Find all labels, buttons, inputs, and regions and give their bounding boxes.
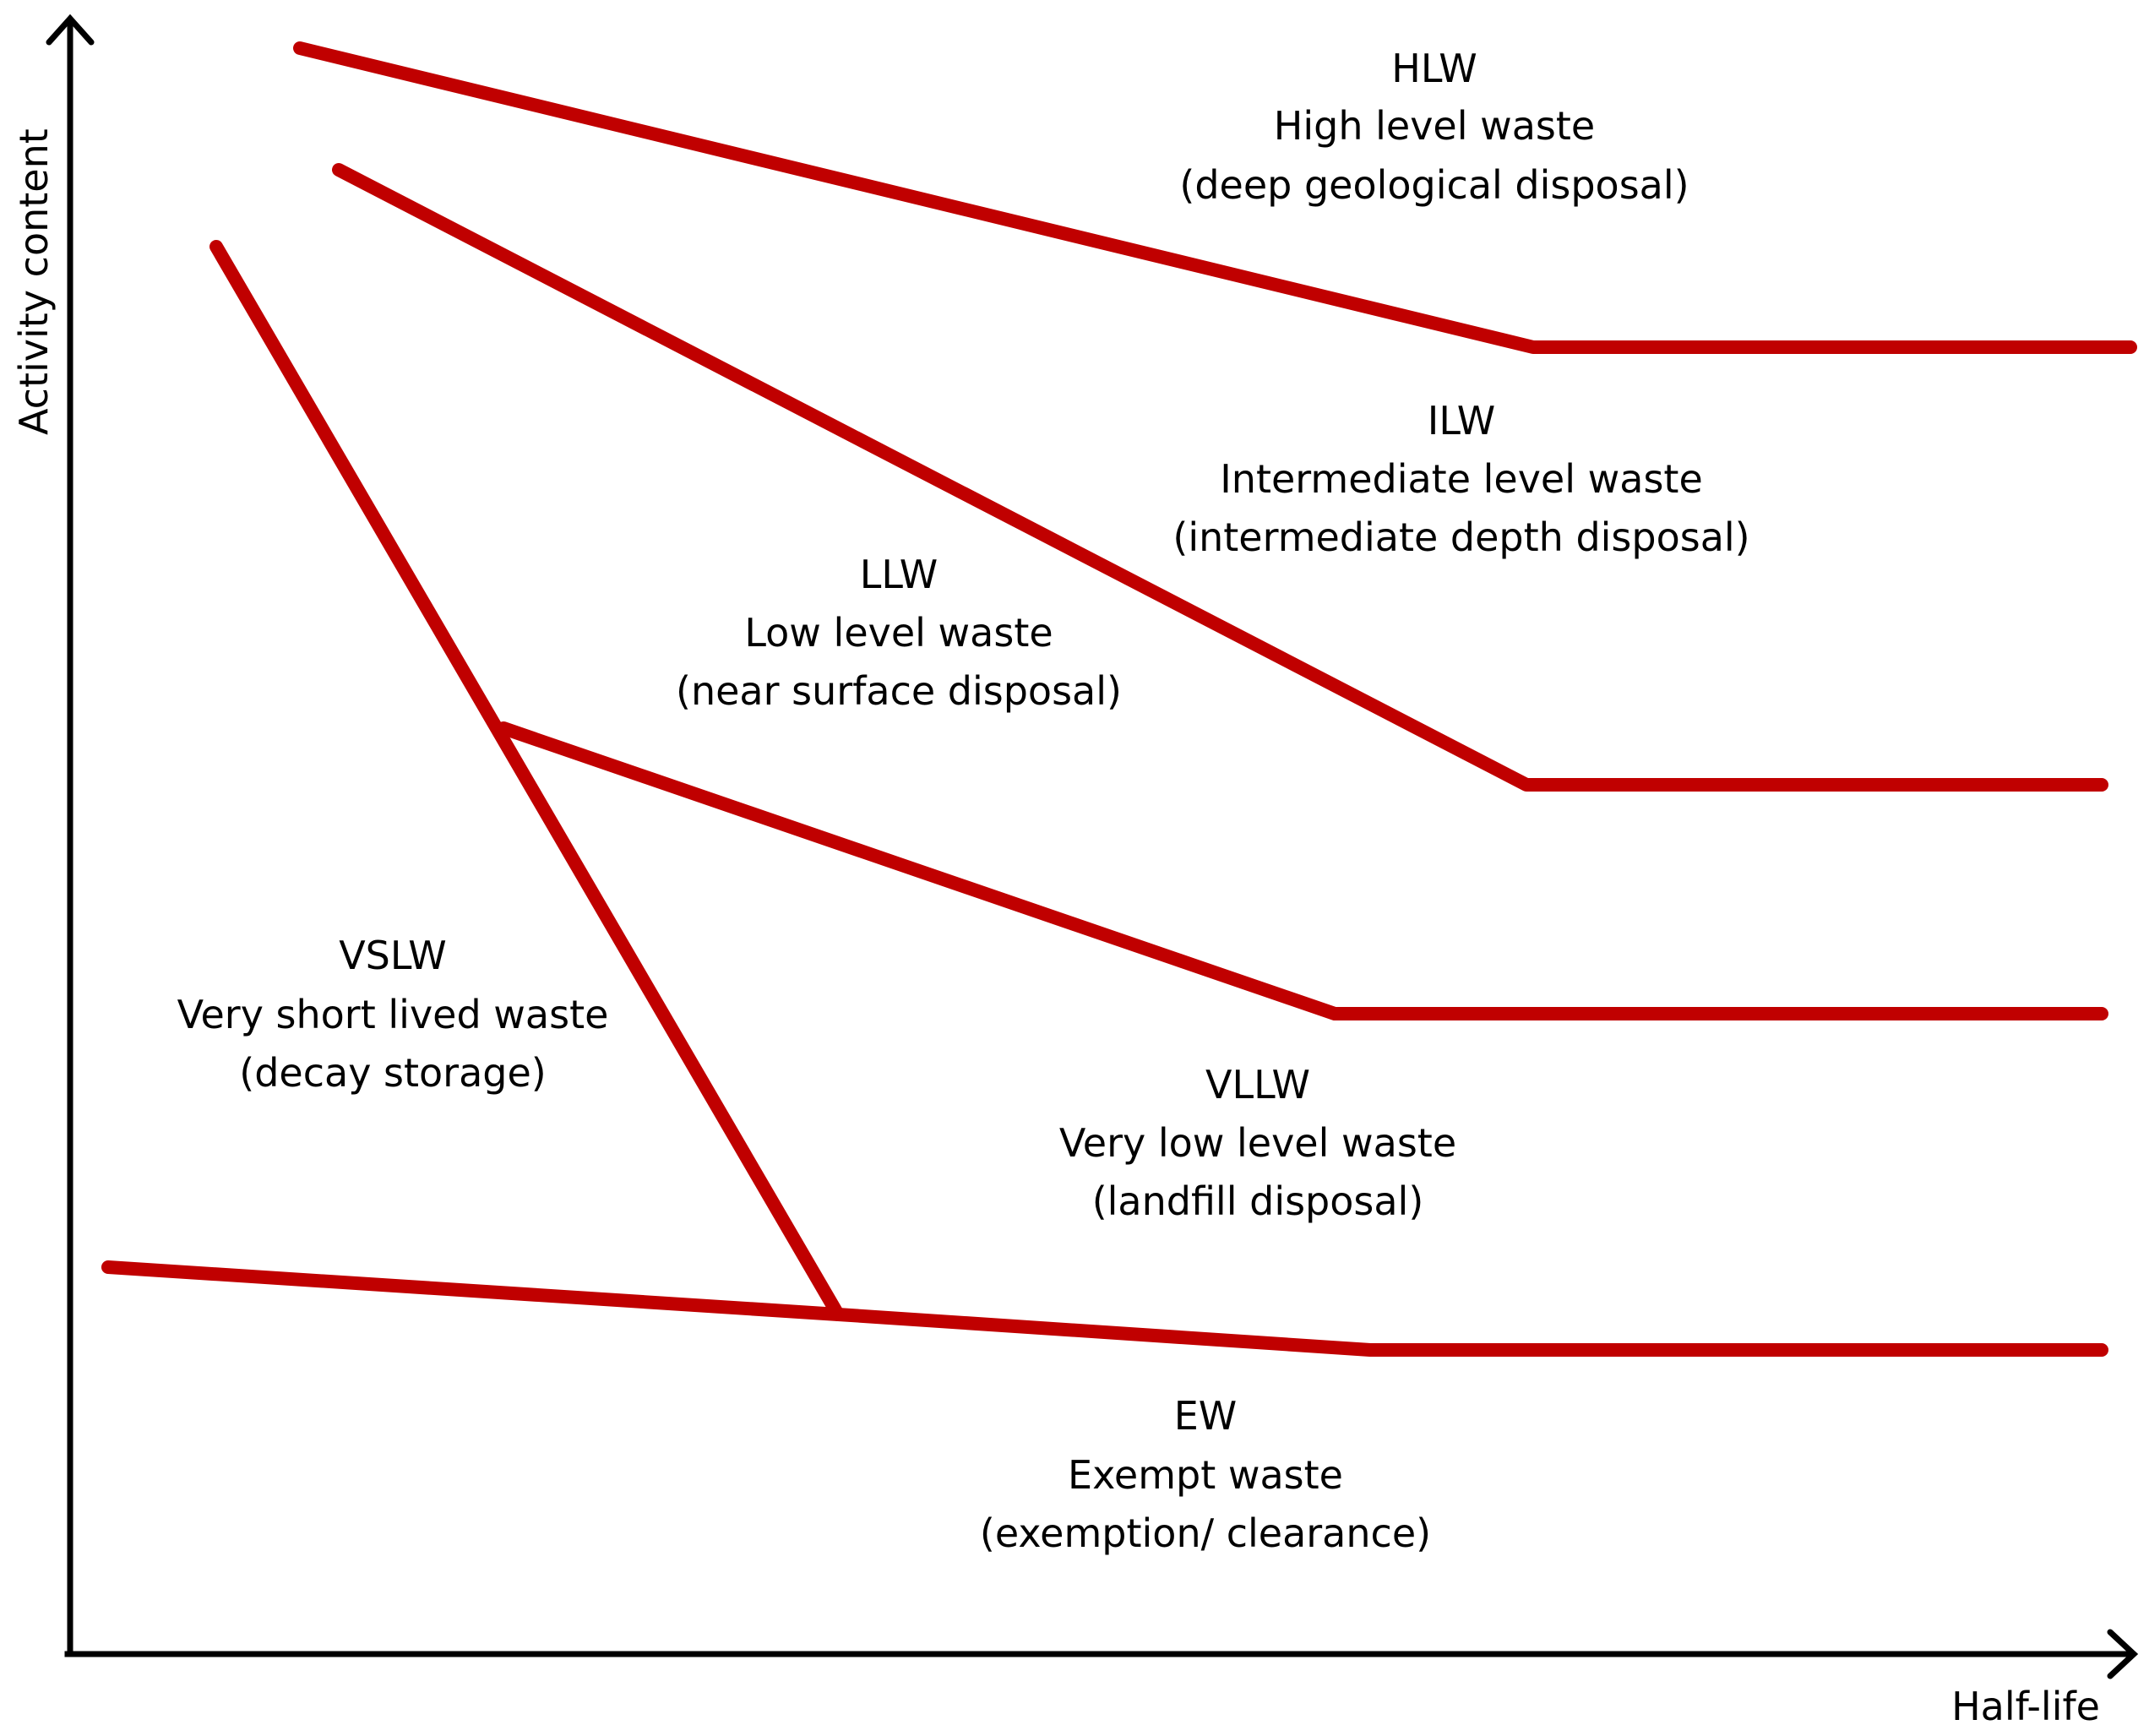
vllw-disposal: (landfill disposal): [1092, 1178, 1424, 1224]
ew-abbreviation: EW: [1174, 1393, 1238, 1439]
y-axis-arrow-icon: [46, 14, 95, 46]
region-llw: LLW Low level waste (near surface dispos…: [676, 552, 1122, 714]
hlw-abbreviation: HLW: [1391, 46, 1477, 91]
llw-disposal: (near surface disposal): [676, 668, 1122, 714]
ew-disposal: (exemption/ clearance): [980, 1510, 1431, 1556]
ilw-llw-boundary: [332, 163, 2108, 792]
llw-abbreviation: LLW: [860, 552, 938, 597]
hlw-disposal: (deep geological disposal): [1179, 162, 1689, 208]
hlw-name: High level waste: [1274, 103, 1595, 149]
region-ew: EW Exempt waste (exemption/ clearance): [980, 1393, 1431, 1556]
region-hlw: HLW High level waste (deep geological di…: [1179, 46, 1689, 208]
vslw-name: Very short lived waste: [177, 992, 609, 1037]
ilw-name: Intermediate level waste: [1220, 456, 1703, 502]
vslw-abbreviation: VSLW: [339, 933, 447, 978]
vllw-abbreviation: VLLW: [1205, 1062, 1310, 1107]
ew-name: Exempt waste: [1068, 1452, 1343, 1498]
vslw-boundary: [209, 240, 845, 1321]
vllw-ew-boundary: [101, 1260, 2108, 1357]
x-axis-label: Half-life: [1951, 1684, 2100, 1729]
hlw-ilw-boundary: [293, 41, 2137, 354]
y-axis-label: Activity content: [11, 128, 57, 435]
llw-vllw-boundary: [497, 721, 2108, 1020]
vllw-name: Very low level waste: [1059, 1120, 1456, 1166]
ilw-disposal: (intermediate depth disposal): [1172, 514, 1749, 560]
ilw-abbreviation: ILW: [1428, 398, 1495, 444]
region-vslw: VSLW Very short lived waste (decay stora…: [177, 933, 609, 1096]
boundary-lines: [101, 41, 2137, 1357]
axes: [46, 14, 2139, 1679]
region-vllw: VLLW Very low level waste (landfill disp…: [1059, 1062, 1456, 1224]
region-ilw: ILW Intermediate level waste (intermedia…: [1172, 398, 1749, 560]
vslw-disposal: (decay storage): [239, 1050, 546, 1096]
llw-name: Low level waste: [744, 610, 1053, 656]
x-axis-arrow-icon: [2107, 1629, 2139, 1679]
